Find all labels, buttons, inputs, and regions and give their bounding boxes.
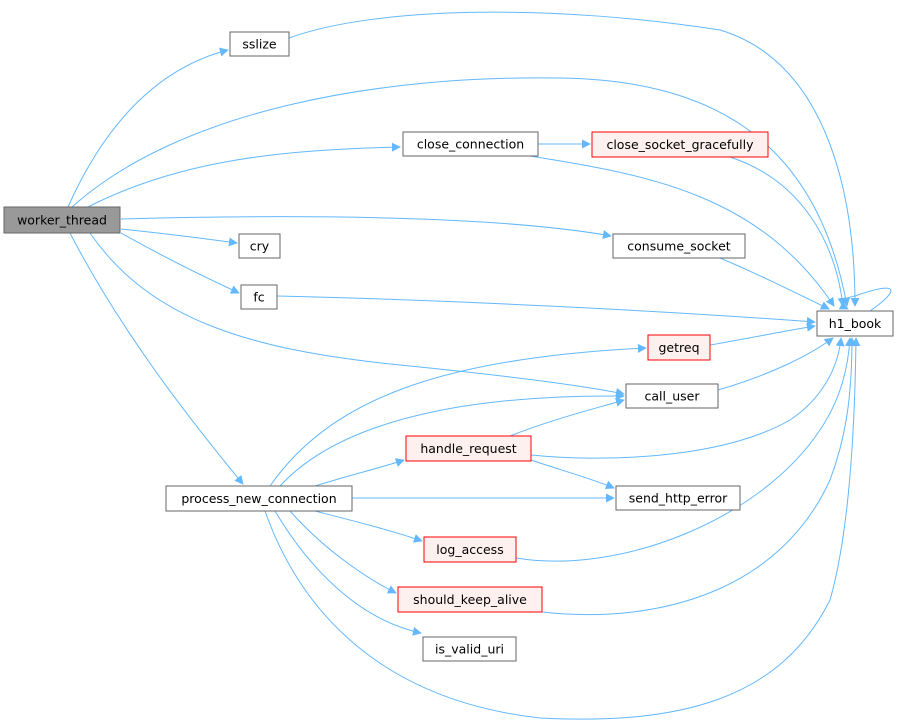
node-box-worker_thread	[3, 206, 121, 234]
node-fc[interactable]: fc	[240, 284, 278, 310]
edge-close_socket_gracefully-to-h1_book	[729, 156, 847, 307]
edge-worker_thread-to-cry	[120, 228, 238, 247]
edges-layer	[67, 11, 892, 720]
node-box-close_connection	[402, 131, 539, 157]
node-box-is_valid_uri	[422, 636, 517, 662]
node-cry[interactable]: cry	[238, 233, 281, 259]
node-label-cry: cry	[250, 239, 270, 254]
node-process_new_connection[interactable]: process_new_connection	[165, 485, 353, 512]
node-log_access[interactable]: log_access	[423, 536, 517, 563]
node-h1_book[interactable]: h1_book	[816, 310, 894, 337]
node-box-should_keep_alive	[397, 586, 543, 613]
node-label-fc: fc	[253, 290, 264, 305]
edge-process_new_connection-to-should_keep_alive	[289, 510, 397, 594]
edge-worker_thread-to-call_user	[89, 232, 625, 397]
node-close_connection[interactable]: close_connection	[402, 131, 539, 157]
edge-process_new_connection-to-call_user	[279, 391, 625, 487]
node-box-log_access	[423, 536, 517, 563]
node-send_http_error[interactable]: send_http_error	[615, 485, 741, 511]
node-label-sslize: sslize	[242, 37, 277, 52]
node-box-sslize	[229, 31, 290, 57]
node-label-is_valid_uri: is_valid_uri	[435, 642, 504, 657]
node-label-close_connection: close_connection	[417, 137, 524, 152]
node-box-handle_request	[405, 435, 532, 462]
node-box-cry	[238, 233, 281, 259]
edge-log_access-to-h1_book	[515, 337, 854, 562]
edge-getreq-to-h1_book	[709, 322, 816, 346]
edge-worker_thread-to-close_connection	[87, 142, 401, 208]
node-label-h1_book: h1_book	[829, 316, 882, 331]
edge-h1_book-to-h1_book	[841, 287, 892, 311]
edge-worker_thread-to-consume_socket	[120, 216, 612, 239]
node-box-consume_socket	[612, 233, 746, 259]
node-is_valid_uri[interactable]: is_valid_uri	[422, 636, 517, 662]
node-getreq[interactable]: getreq	[647, 334, 711, 361]
edge-process_new_connection-to-handle_request	[314, 458, 405, 487]
node-label-handle_request: handle_request	[420, 441, 516, 456]
node-label-getreq: getreq	[658, 340, 699, 355]
node-handle_request[interactable]: handle_request	[405, 435, 532, 462]
node-box-h1_book	[816, 310, 894, 337]
node-close_socket_gracefully[interactable]: close_socket_gracefully	[591, 131, 769, 158]
edge-consume_socket-to-h1_book	[719, 257, 830, 310]
edge-handle_request-to-send_http_error	[530, 459, 615, 490]
edge-process_new_connection-to-h1_book	[264, 337, 861, 720]
node-label-log_access: log_access	[436, 542, 503, 557]
node-label-consume_socket: consume_socket	[627, 239, 731, 254]
node-box-fc	[240, 284, 278, 310]
edge-worker_thread-to-sslize	[67, 47, 229, 208]
node-box-getreq	[647, 334, 711, 361]
node-label-send_http_error: send_http_error	[629, 491, 728, 506]
edge-process_new_connection-to-getreq	[269, 343, 647, 487]
node-consume_socket[interactable]: consume_socket	[612, 233, 746, 259]
node-call_user[interactable]: call_user	[625, 383, 719, 409]
node-box-process_new_connection	[165, 485, 353, 512]
node-box-send_http_error	[615, 485, 741, 511]
edge-worker_thread-to-fc	[120, 232, 240, 294]
nodes-layer: worker_thread sslize close_connection close…	[3, 31, 894, 662]
node-sslize[interactable]: sslize	[229, 31, 290, 57]
node-worker_thread[interactable]: worker_thread	[3, 206, 121, 234]
edge-call_user-to-h1_book	[717, 337, 834, 391]
node-label-call_user: call_user	[645, 389, 701, 404]
node-label-should_keep_alive: should_keep_alive	[413, 592, 527, 607]
edge-worker_thread-to-h1_book	[71, 77, 850, 307]
edge-sslize-to-h1_book	[288, 11, 860, 307]
node-label-close_socket_gracefully: close_socket_gracefully	[606, 137, 754, 152]
node-should_keep_alive[interactable]: should_keep_alive	[397, 586, 543, 613]
node-label-process_new_connection: process_new_connection	[181, 491, 336, 506]
node-box-close_socket_gracefully	[591, 131, 769, 158]
node-box-call_user	[625, 383, 719, 409]
node-label-worker_thread: worker_thread	[17, 213, 107, 228]
edge-fc-to-h1_book	[276, 295, 816, 326]
edge-worker_thread-to-process_new_connection	[69, 232, 244, 485]
edge-handle_request-to-call_user	[509, 397, 625, 437]
edge-process_new_connection-to-is_valid_uri	[274, 510, 422, 636]
edge-process_new_connection-to-log_access	[314, 510, 423, 543]
edge-close_connection-to-h1_book	[529, 155, 835, 307]
edge-handle_request-to-h1_book	[530, 337, 845, 459]
edge-should_keep_alive-to-h1_book	[541, 337, 857, 616]
